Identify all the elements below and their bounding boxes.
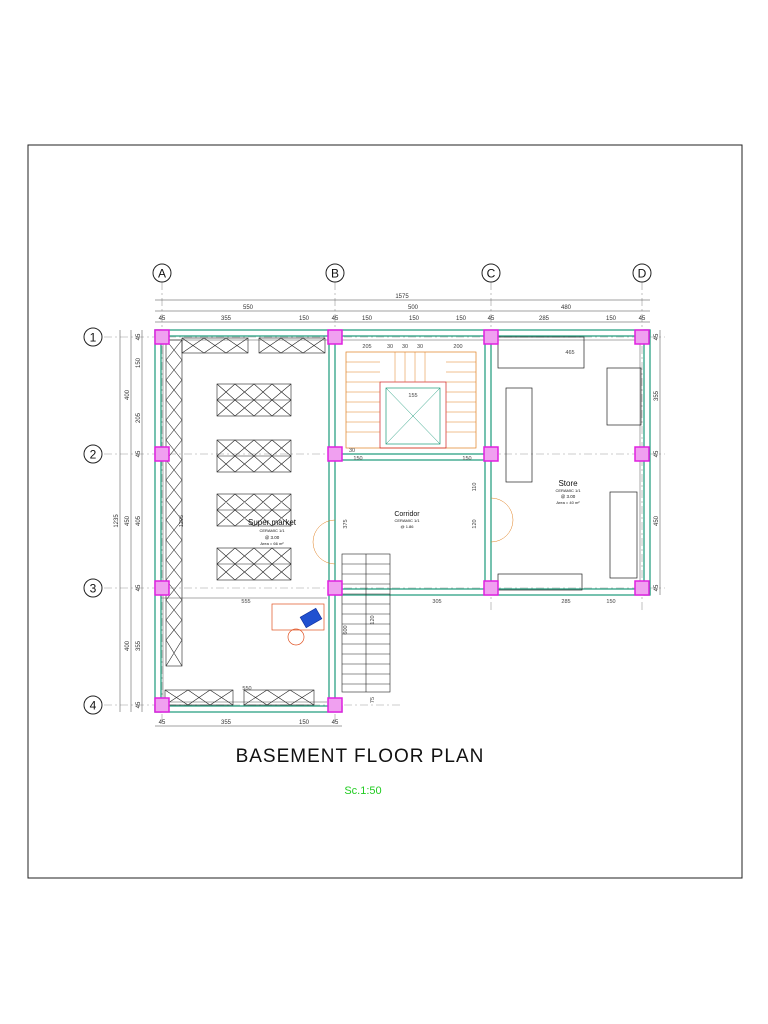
cashier-desk	[271, 603, 325, 646]
lower-stair	[341, 553, 391, 693]
dim-interior: 30	[349, 448, 355, 454]
dim-top-seg: 150	[606, 316, 617, 322]
dim-right-seg: 45	[654, 584, 660, 591]
dim-interior: 555	[241, 599, 250, 605]
dim-top-seg: 150	[362, 316, 373, 322]
grid-label-a: A	[158, 267, 166, 281]
room-name-corridor: Corridor	[394, 511, 420, 518]
doors	[312, 497, 514, 565]
stair-treads	[346, 352, 476, 433]
room-finish-store: CERAMIC 1/1	[555, 488, 581, 493]
dim-top-seg: 45	[639, 316, 646, 322]
grid-label-b: B	[331, 267, 339, 281]
dim-interior: 155	[408, 393, 417, 399]
dim-interior: 465	[565, 350, 574, 356]
dim-left-23: 450	[125, 515, 131, 526]
room-level-corridor: @ 1.86	[401, 524, 415, 529]
room-level-supermarket: @ 3.00	[265, 535, 280, 540]
store-racks	[497, 336, 642, 591]
dim-left-seg: 45	[136, 584, 142, 591]
lift-shaft	[385, 387, 441, 445]
dim-top-seg: 150	[456, 316, 467, 322]
grid-label-4: 4	[90, 699, 97, 713]
dim-left-overall: 1235	[114, 514, 120, 528]
dim-left-seg: 405	[136, 515, 142, 526]
dim-left-seg: 150	[136, 357, 142, 368]
dim-top-seg: 285	[539, 316, 550, 322]
dim-top-cd: 480	[561, 305, 572, 311]
room-area-store: Area = 40 m²	[556, 500, 580, 505]
dim-top-seg: 45	[488, 316, 495, 322]
dim-right-seg: 355	[654, 390, 660, 401]
dimension-lines	[119, 299, 661, 727]
dim-left-seg: 45	[136, 333, 142, 340]
sheet-frame	[27, 144, 743, 879]
wall-inner-lines	[162, 339, 642, 703]
dim-interior: 375	[343, 519, 349, 528]
grid-label-1: 1	[90, 331, 97, 345]
dim-interior: 75	[370, 697, 376, 703]
dim-interior: 120	[370, 615, 376, 624]
dim-bottom-seg: 150	[299, 720, 310, 726]
room-finish-corridor: CERAMIC 1/1	[394, 518, 420, 523]
room-area-supermarket: Area = 66 m²	[260, 541, 284, 546]
drawing-title: BASEMENT FLOOR PLAN	[235, 746, 485, 767]
dim-top-seg: 45	[332, 316, 339, 322]
stair-core	[345, 351, 477, 449]
dim-interior: 550	[242, 686, 251, 692]
dim-left-34: 400	[125, 640, 131, 651]
dim-interior: 30	[402, 344, 408, 350]
dim-right-seg: 45	[654, 333, 660, 340]
shelving	[164, 337, 326, 706]
room-name-store: Store	[558, 479, 578, 488]
dim-top-ab: 550	[243, 305, 254, 311]
dim-interior: 30	[417, 344, 423, 350]
dim-bottom-seg: 355	[221, 720, 232, 726]
dim-left-12: 400	[125, 389, 131, 400]
dim-bottom-seg: 45	[332, 720, 339, 726]
dim-interior: 305	[432, 599, 441, 605]
dim-right-seg: 45	[654, 450, 660, 457]
room-level-store: @ 3.00	[561, 494, 576, 499]
dim-interior: 285	[561, 599, 570, 605]
dim-interior: 150	[353, 456, 362, 462]
drawing-scale: Sc.1:50	[344, 785, 382, 797]
dim-top-seg: 150	[299, 316, 310, 322]
dim-interior: 150	[606, 599, 615, 605]
columns	[154, 329, 650, 713]
dim-top-seg: 355	[221, 316, 232, 322]
dim-interior: 200	[453, 344, 462, 350]
grid-label-c: C	[487, 267, 496, 281]
dim-left-seg: 45	[136, 701, 142, 708]
dim-top-seg: 45	[159, 316, 166, 322]
grid-label-d: D	[638, 267, 647, 281]
dim-bottom-seg: 45	[159, 720, 166, 726]
grid-label-3: 3	[90, 582, 97, 596]
room-name-supermarket: Super market	[248, 518, 297, 527]
gondola-shelves	[216, 383, 292, 581]
dim-interior: 110	[472, 483, 478, 492]
dim-left-seg: 205	[136, 412, 142, 423]
dim-top-overall: 1575	[395, 294, 409, 300]
grid-label-2: 2	[90, 448, 97, 462]
dim-right-seg: 450	[654, 515, 660, 526]
dim-top-bc: 500	[408, 305, 419, 311]
dim-interior: 150	[462, 456, 471, 462]
dim-left-seg: 355	[136, 640, 142, 651]
dim-interior: 30	[387, 344, 393, 350]
dim-left-seg: 45	[136, 450, 142, 457]
dim-interior: 120	[472, 519, 478, 528]
dim-interior: 600	[343, 625, 349, 634]
dim-interior: 1295	[179, 515, 185, 527]
room-finish-supermarket: CERAMIC 1/1	[259, 528, 285, 533]
grid-bubbles	[83, 263, 652, 715]
dim-top-seg: 150	[409, 316, 420, 322]
dim-interior: 205	[362, 344, 371, 350]
